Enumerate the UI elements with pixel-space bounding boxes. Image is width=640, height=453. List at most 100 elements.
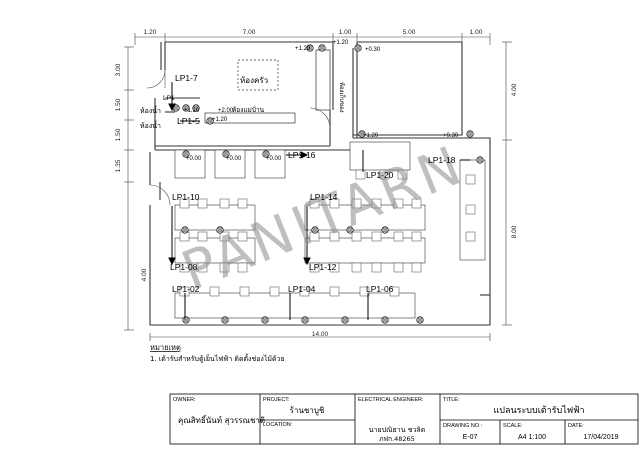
dim-top-1: 1.20 bbox=[144, 29, 157, 36]
dim-top-2: 7.00 bbox=[243, 29, 256, 36]
owner-value: คุณสิทธิ์นันท์ สุวรรณชาติ bbox=[178, 414, 265, 425]
chair bbox=[219, 198, 230, 209]
circuit-label: LP1-02 bbox=[172, 284, 200, 294]
chair bbox=[209, 286, 220, 297]
dim-left-2: 1.50 bbox=[115, 98, 122, 111]
chair bbox=[219, 231, 230, 242]
height-tag: +1.20 bbox=[333, 40, 349, 46]
room-bath-2: ห้องน้ำ bbox=[140, 119, 161, 130]
chair bbox=[351, 262, 362, 273]
engineer-name: นายปณิธาน ชวลิต bbox=[369, 426, 426, 434]
room-corridor: ห้องเก็บของ bbox=[338, 82, 347, 113]
outlet-icon bbox=[182, 316, 190, 324]
circuit-label: LP1-20 bbox=[366, 170, 394, 180]
drawing-title: แปลนระบบเต้ารับไฟฟ้า bbox=[493, 405, 584, 416]
circuit-label: LP1-16 bbox=[288, 150, 316, 160]
chair bbox=[179, 198, 190, 209]
circuit-label: LP1-18 bbox=[428, 155, 456, 165]
outlet-icon bbox=[262, 150, 270, 158]
outlet-symbols bbox=[172, 44, 484, 324]
dim-top-5: 1.00 bbox=[470, 29, 483, 36]
walls bbox=[149, 41, 491, 326]
outlet-icon bbox=[306, 44, 314, 52]
chair bbox=[359, 286, 370, 297]
circuit-label: LP1-10 bbox=[172, 192, 200, 202]
chair bbox=[197, 231, 208, 242]
chair bbox=[197, 262, 208, 273]
outlet-icon bbox=[354, 44, 362, 52]
dim-bottom: 14.00 bbox=[312, 331, 329, 338]
engineer-license: ภฟก.48265 bbox=[379, 435, 415, 443]
height-tag: +2.00 bbox=[218, 108, 234, 114]
circuit-label: LP1-5 bbox=[177, 116, 200, 126]
location-label: LOCATION: bbox=[263, 422, 293, 428]
outlet-icon bbox=[358, 130, 366, 138]
date-value: 17/04/2019 bbox=[583, 434, 618, 441]
chair bbox=[197, 198, 208, 209]
notes-heading: หมายเหตุ bbox=[150, 343, 181, 352]
project-value: ร้านชาบูชิ bbox=[290, 406, 325, 416]
chair bbox=[237, 231, 248, 242]
chair bbox=[237, 198, 248, 209]
height-tag: +0.30 bbox=[443, 133, 459, 139]
outlet-icon bbox=[346, 226, 354, 234]
chair bbox=[465, 231, 476, 242]
outlet-icon bbox=[181, 226, 189, 234]
room-utility: ห้องแม่บ้าน bbox=[232, 106, 265, 114]
chair bbox=[393, 262, 404, 273]
circuit-label: LP1-04 bbox=[288, 284, 316, 294]
chair bbox=[397, 169, 408, 180]
chair bbox=[351, 198, 362, 209]
outlet-icon bbox=[216, 226, 224, 234]
dining-tables bbox=[174, 141, 486, 319]
circuit-arrows bbox=[168, 82, 470, 320]
chair bbox=[411, 198, 422, 209]
chair bbox=[179, 262, 190, 273]
owner-label: OWNER: bbox=[173, 397, 196, 403]
chair bbox=[371, 262, 382, 273]
height-tag: +1.20 bbox=[295, 46, 311, 52]
outlet-icon bbox=[476, 156, 484, 164]
outlet-icon bbox=[381, 316, 389, 324]
door-swings bbox=[146, 69, 331, 206]
room-kitchen: ห้องครัว bbox=[240, 76, 268, 85]
chair bbox=[465, 204, 476, 215]
chair bbox=[351, 231, 362, 242]
height-tag: +0.00 bbox=[266, 156, 282, 162]
scale-value: A4 1:100 bbox=[518, 434, 546, 441]
outlet-icon bbox=[261, 316, 269, 324]
chair bbox=[411, 262, 422, 273]
chair bbox=[355, 169, 366, 180]
outlet-icon bbox=[416, 316, 424, 324]
dim-left-1: 3.00 bbox=[115, 63, 122, 76]
height-tag: +0.00 bbox=[226, 156, 242, 162]
chair bbox=[299, 286, 310, 297]
dim-left-5: 4.00 bbox=[141, 268, 148, 281]
chair bbox=[237, 262, 248, 273]
circuit-label: LP1-7 bbox=[175, 73, 198, 83]
circuit-label: LP1-08 bbox=[170, 262, 198, 272]
dim-top-3: 1.00 bbox=[339, 29, 352, 36]
title-block bbox=[169, 393, 639, 445]
height-tag: +1.20 bbox=[184, 108, 200, 114]
chair bbox=[329, 231, 340, 242]
chair bbox=[411, 231, 422, 242]
height-tag: +1.20 bbox=[363, 133, 379, 139]
chair bbox=[329, 198, 340, 209]
outlet-icon bbox=[182, 150, 190, 158]
chair bbox=[379, 169, 390, 180]
outlet-icon bbox=[466, 130, 474, 138]
chair bbox=[465, 174, 476, 185]
chair bbox=[309, 198, 320, 209]
dim-right-2: 8.00 bbox=[511, 225, 518, 238]
chair bbox=[371, 231, 382, 242]
chair-grid bbox=[179, 169, 476, 297]
outlet-icon bbox=[318, 44, 326, 52]
height-tag: +0.00 bbox=[186, 156, 202, 162]
outlet-icon bbox=[222, 150, 230, 158]
outlet-icon bbox=[341, 316, 349, 324]
chair bbox=[389, 286, 400, 297]
circuit-label: LP1 bbox=[163, 95, 175, 102]
outlet-icon bbox=[182, 104, 190, 112]
